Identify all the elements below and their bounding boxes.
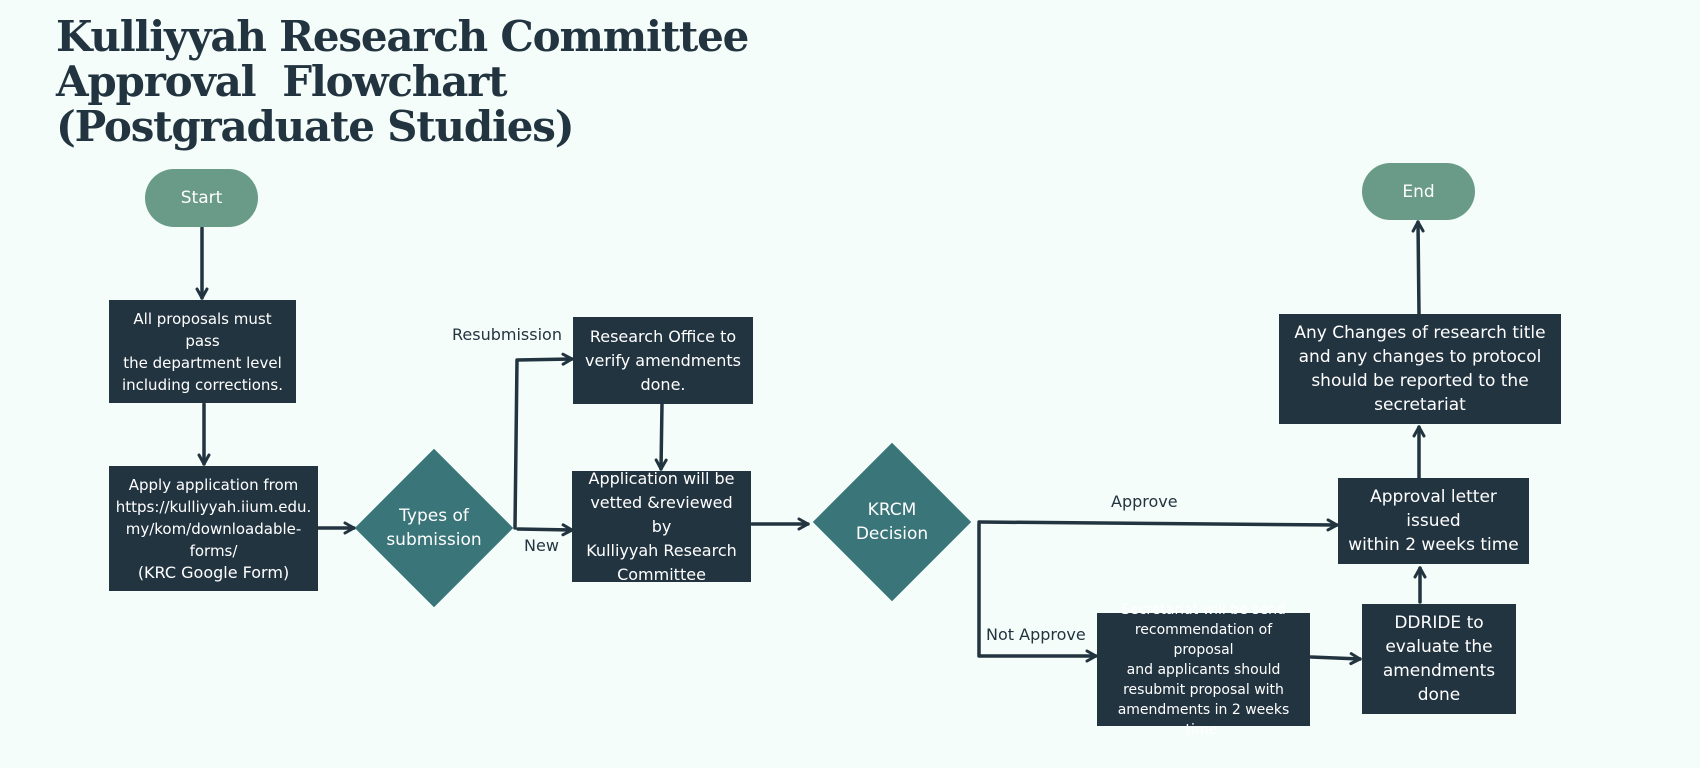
node-text-line: secretariat	[1374, 395, 1466, 415]
arrow-krcm-to-approval	[977, 518, 1339, 532]
node-text-line: Apply application from	[128, 475, 299, 494]
vetted-reviewed-box: Application will be vetted &reviewed by …	[572, 469, 751, 584]
ddride-evaluate-box: DDRIDE to evaluate the amendments done	[1362, 604, 1516, 714]
node-text-line: resubmit proposal with	[1123, 681, 1284, 698]
node-text-line: the department level	[123, 353, 282, 372]
end-label: End	[1402, 181, 1435, 202]
node-text-line: should be reported to the	[1311, 371, 1529, 391]
node-text-line: https://kulliyyah.iium.edu.	[115, 497, 312, 516]
node-text-line: amendments	[1382, 661, 1496, 681]
node-text-line: forms/	[189, 541, 238, 560]
node-text-line: Kulliyyah Research	[586, 540, 737, 560]
node-text-line: and applicants should	[1126, 661, 1281, 678]
node-text-line: including corrections.	[121, 375, 284, 394]
approval-letter-box: Approval letter issued within 2 weeks ti…	[1338, 478, 1529, 564]
node-text-line: Approval letter issued	[1370, 487, 1497, 531]
node-text-line: done	[1417, 685, 1461, 705]
report-changes-box: Any Changes of research title and any ch…	[1279, 314, 1561, 424]
node-text-line: amendments in 2 weeks time.	[1117, 701, 1290, 738]
start-label: Start	[180, 188, 223, 208]
node-text-line: Secretariat will be send	[1121, 601, 1286, 618]
edge-label-resubmission: Resubmission	[452, 325, 562, 344]
end-terminal: End	[1362, 163, 1475, 220]
title-line-1: Kulliyyah Research Committee	[56, 12, 749, 61]
node-text-line: my/kom/downloadable-	[125, 519, 302, 538]
flowchart-title: Kulliyyah Research Committee Approval Fl…	[56, 12, 749, 151]
node-text-line: and any changes to protocol	[1298, 347, 1542, 367]
node-text-line: within 2 weeks time	[1348, 535, 1519, 555]
node-text-line: (KRC Google Form)	[137, 562, 290, 582]
apply-application-box: Apply application from https://kulliyyah…	[109, 466, 318, 591]
node-text-line: Decision	[855, 524, 929, 544]
node-text-line: DDRIDE to	[1394, 613, 1484, 633]
types-of-submission-label: Types of submission	[364, 488, 504, 568]
node-text-line: evaluate the	[1385, 637, 1493, 657]
node-text-line: Application will be	[588, 468, 735, 488]
node-text-line: done.	[640, 374, 686, 394]
node-text-line: Any Changes of research title	[1294, 323, 1546, 343]
research-office-verify-box: Research Office to verify amendments don…	[573, 317, 753, 404]
department-check-box: All proposals must pass the department l…	[109, 300, 296, 403]
secretariat-recommendation-box: Secretariat will be send recommendation …	[1097, 602, 1310, 738]
edge-label-not-approve: Not Approve	[986, 625, 1086, 644]
node-text-line: Committee	[617, 564, 706, 584]
title-line-2: Approval Flowchart	[56, 57, 507, 106]
title-line-3: (Postgraduate Studies)	[56, 102, 575, 151]
arrow-krcm-to-secretariat	[977, 522, 1098, 663]
node-text-line: vetted &reviewed by	[590, 492, 733, 536]
arrow-research-office-to-vetted	[654, 402, 668, 471]
node-text-line: Types of	[399, 506, 469, 526]
edge-label-new: New	[524, 536, 559, 555]
krcm-decision-label: KRCM Decision	[822, 482, 962, 562]
node-text-line: verify amendments	[585, 350, 741, 370]
start-terminal: Start	[145, 169, 258, 227]
edge-label-approve: Approve	[1111, 492, 1178, 511]
node-text-line: submission	[386, 530, 482, 550]
arrow-report-to-end	[1411, 220, 1425, 316]
node-text-line: KRCM	[867, 500, 917, 520]
arrow-types-to-research-office	[513, 352, 574, 530]
arrow-types-to-vetted	[516, 523, 574, 537]
node-text-line: Research Office to	[589, 326, 737, 346]
node-text-line: recommendation of proposal	[1134, 621, 1273, 658]
arrow-secretariat-to-ddride	[1309, 652, 1362, 666]
node-text-line: All proposals must pass	[133, 309, 272, 350]
